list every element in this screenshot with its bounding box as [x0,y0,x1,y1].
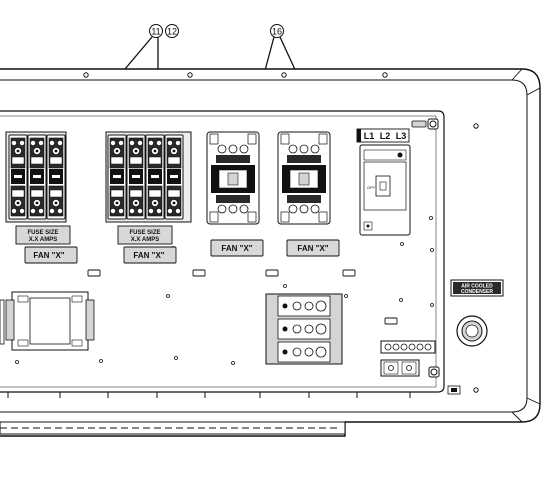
fan-label-4-text: FAN "X" [297,244,328,253]
fuse-size-label-2: FUSE SIZE X.X AMPS [117,225,173,245]
phase-label-l1: L1 [364,131,375,141]
terminal-strip [380,340,436,377]
fuse-size-label-2-line1: FUSE SIZE [129,230,160,236]
breaker-off-label: OFF [367,185,376,190]
main-disconnect: L1 L2 L3 OFF [356,128,411,236]
warning-decal-line2: CONDENSER [461,289,493,295]
fan-label-1: FAN "X" [24,246,78,264]
fuse-block-2 [105,131,192,223]
fan-label-1-text: FAN "X" [33,251,64,260]
phase-labels: L1 L2 L3 [356,128,410,143]
phase-label-l3: L3 [396,131,407,141]
fan-label-2-text: FAN "X" [133,251,164,260]
ground-lug [447,385,461,395]
fan-label-3: FAN "X" [210,239,264,257]
fuse-size-label-1-line2: X.X AMPS [29,237,57,243]
warning-decal: AIR COOLED CONDENSER [450,279,504,297]
fuse-size-label-1-line1: FUSE SIZE [27,230,58,236]
standoffs [87,269,398,325]
terminal-block [265,293,343,365]
fan-label-4: FAN "X" [286,239,340,257]
fuse-block-1 [5,131,67,223]
contactor-2 [277,131,331,225]
callout-12: 12 [167,27,177,37]
phase-label-l2: L2 [380,131,391,141]
fuse-size-label-2-line2: X.X AMPS [131,237,159,243]
callout-11: 11 [151,27,160,37]
transformer [0,291,95,351]
warning-decal-line1: AIR COOLED [461,284,493,290]
panel-bottom-tabs [7,392,411,398]
callout-16: 16 [272,27,282,37]
fuse-size-label-1: FUSE SIZE X.X AMPS [15,225,71,245]
contactor-1 [206,131,260,225]
fan-label-2: FAN "X" [123,246,177,264]
cable-gland [456,315,488,347]
fan-label-3-text: FAN "X" [221,244,252,253]
